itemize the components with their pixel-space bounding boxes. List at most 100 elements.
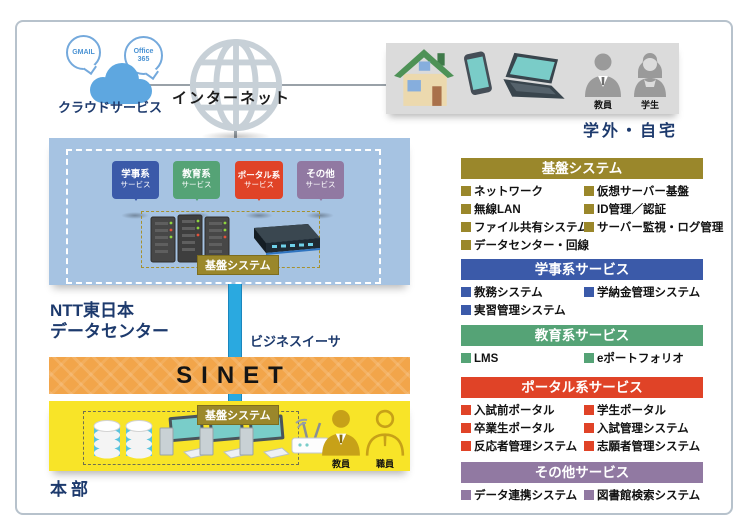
legend-item: ファイル共有システム	[474, 222, 589, 234]
campus-teacher: 教員	[318, 408, 364, 470]
legend-header-other: その他サービス	[461, 462, 703, 483]
cloud-service-label: クラウドサービス	[57, 100, 162, 115]
datacenter-name-line2: データセンター	[50, 322, 169, 341]
bubble-gakuji: 学事系 サービス	[112, 161, 159, 201]
sinet-label: SINET	[176, 361, 292, 389]
legend-item: データ連携システム	[474, 490, 578, 502]
legend-item: 入試管理システム	[597, 423, 689, 435]
gmail-bubble: GMAIL	[66, 35, 101, 70]
bullet-icon	[584, 423, 594, 433]
bubble-kyoiku: 教育系 サービス	[173, 161, 220, 201]
bullet-icon	[461, 204, 471, 214]
legend-items-core: ネットワーク 仮想サーバー基盤 無線LAN ID管理／認証 ファイル共有システム…	[461, 183, 739, 255]
campus-caption: 本部	[50, 480, 92, 499]
legend-item: データセンター・回線	[474, 240, 589, 252]
legend-item: 学納金管理システム	[597, 287, 701, 299]
datacenter-name-line1: NTT東日本	[50, 301, 135, 320]
bullet-icon	[461, 287, 471, 297]
campus-staff: 職員	[362, 408, 408, 470]
legend-item: 志願者管理システム	[597, 441, 701, 453]
house-icon	[394, 49, 454, 106]
legend-item: 学生ポータル	[597, 405, 666, 417]
legend-item: ID管理／認証	[597, 204, 666, 216]
desktop-pc-icon	[159, 414, 210, 459]
laptop-icon	[503, 52, 565, 99]
cloud-icon	[90, 63, 152, 104]
network-switch-icon	[254, 224, 320, 255]
smartphone-icon	[463, 51, 492, 96]
bullet-icon	[461, 353, 471, 363]
offsite-teacher-label: 教員	[593, 100, 612, 110]
bullet-icon	[461, 441, 471, 451]
bullet-icon	[584, 222, 594, 232]
server-racks-icon	[150, 214, 230, 263]
sinet-bar: SINET	[49, 357, 410, 394]
office365-bubble: Office 365	[124, 36, 163, 75]
bullet-icon	[584, 405, 594, 415]
legend-item: 卒業生ポータル	[474, 423, 555, 435]
bullet-icon	[584, 441, 594, 451]
globe-shadow	[201, 131, 271, 142]
offsite-caption: 学外・自宅	[582, 123, 678, 140]
bubble-other: その他 サービス	[297, 161, 344, 201]
campus-teacher-label: 教員	[331, 459, 350, 469]
legend-item: 教務システム	[474, 287, 543, 299]
legend-section-portal: ポータル系サービス 入試前ポータル 学生ポータル 卒業生ポータル 入試管理システ…	[461, 377, 739, 456]
legend-item: ネットワーク	[474, 186, 543, 198]
bubble-portal: ポータル系 サービス	[235, 161, 283, 201]
office365-label-line2: 365	[137, 55, 150, 63]
bullet-icon	[461, 490, 471, 500]
bubble-shadow	[245, 212, 273, 219]
gmail-label: GMAIL	[72, 48, 95, 56]
legend-section-other: その他サービス データ連携システム 図書館検索システム	[461, 462, 739, 505]
legend-header-core: 基盤システム	[461, 158, 703, 179]
legend-header-kyoiku: 教育系サービス	[461, 325, 703, 346]
bullet-icon	[584, 204, 594, 214]
legend-item: 無線LAN	[474, 204, 521, 216]
datacenter-name: NTT東日本 データセンター	[50, 300, 169, 342]
legend-section-gakuji: 学事系サービス 教務システム 学納金管理システム 実習管理システム	[461, 259, 739, 320]
database-icon	[125, 420, 153, 459]
datacenter-core-label: 基盤システム	[197, 255, 279, 275]
campus-staff-label: 職員	[375, 459, 394, 469]
bullet-icon	[461, 423, 471, 433]
database-icon	[93, 420, 121, 459]
campus-core-label: 基盤システム	[197, 405, 279, 425]
offsite-teacher: 教員	[581, 52, 625, 111]
legend-item: サーバー監視・ログ管理	[597, 222, 724, 234]
legend-item: 反応者管理システム	[474, 441, 578, 453]
legend-item: 図書館検索システム	[597, 490, 701, 502]
business-ether-label: ビジネスイーサ	[250, 334, 341, 349]
legend-item: 実習管理システム	[474, 305, 566, 317]
legend-header-gakuji: 学事系サービス	[461, 259, 703, 280]
legend-section-core: 基盤システム ネットワーク 仮想サーバー基盤 無線LAN ID管理／認証 ファイ…	[461, 158, 739, 255]
bullet-icon	[584, 490, 594, 500]
bullet-icon	[461, 405, 471, 415]
offsite-student-label: 学生	[640, 100, 659, 110]
legend-header-portal: ポータル系サービス	[461, 377, 703, 398]
legend-item: 仮想サーバー基盤	[597, 186, 689, 198]
outer-frame	[15, 20, 733, 515]
offsite-student: 学生	[628, 52, 672, 111]
bullet-icon	[584, 353, 594, 363]
bubble-shadow	[306, 212, 334, 219]
bullet-icon	[461, 240, 471, 250]
bullet-icon	[461, 305, 471, 315]
office365-label-line1: Office	[133, 48, 154, 56]
legend-item: 入試前ポータル	[474, 405, 555, 417]
bullet-icon	[584, 186, 594, 196]
student-icon	[634, 53, 666, 97]
legend-item: eポートフォリオ	[597, 353, 684, 365]
legend-item: LMS	[474, 353, 499, 365]
legend-section-kyoiku: 教育系サービス LMS eポートフォリオ	[461, 325, 739, 368]
bullet-icon	[584, 287, 594, 297]
datacenter-dashed-border	[66, 149, 381, 284]
bullet-icon	[461, 186, 471, 196]
campus-teacher-icon	[322, 409, 360, 456]
bubble-shadow	[121, 212, 149, 219]
bullet-icon	[461, 222, 471, 232]
internet-globe-icon	[189, 38, 283, 132]
internet-label: インターネット	[172, 90, 292, 107]
teacher-icon	[585, 53, 621, 97]
